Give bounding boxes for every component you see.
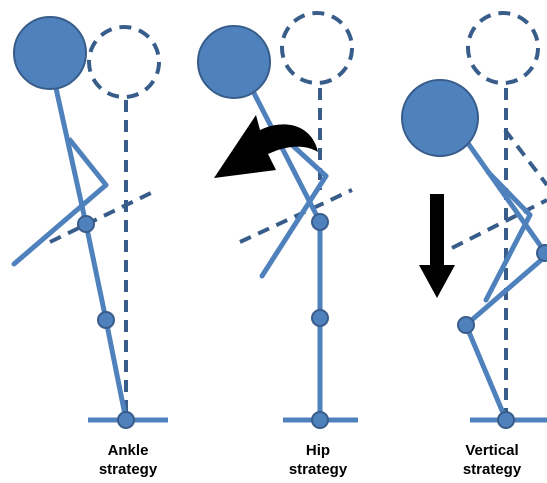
vertical-reference-upright: [452, 13, 547, 418]
ankle-caption-line1: Ankle: [73, 441, 183, 460]
vertical-caption-line1: Vertical: [437, 441, 547, 460]
ankle-strategy-figure: [14, 17, 168, 428]
vertical-ankle-joint: [498, 412, 514, 428]
vertical-knee-joint: [458, 317, 474, 333]
ankle-hip-joint: [78, 216, 94, 232]
hip-head: [198, 26, 270, 98]
hip-caption-line2: strategy: [263, 460, 373, 479]
hip-strategy-figure: [198, 13, 358, 428]
vertical-caption-line2: strategy: [437, 460, 547, 479]
hip-knee-joint: [312, 310, 328, 326]
vertical-head: [402, 80, 478, 156]
down-arrow-icon: [419, 194, 455, 298]
curved-left-arrow-icon: [214, 115, 318, 178]
vertical-strategy-caption: Vertical strategy: [437, 441, 547, 479]
hip-ankle-joint: [312, 412, 328, 428]
ankle-caption-line2: strategy: [73, 460, 183, 479]
hip-caption-line1: Hip: [263, 441, 373, 460]
hip-hip-joint: [312, 214, 328, 230]
hip-strategy-caption: Hip strategy: [263, 441, 373, 479]
vertical-crouched-body: [448, 115, 547, 420]
ankle-leaning-body: [14, 70, 126, 420]
ankle-strategy-caption: Ankle strategy: [73, 441, 183, 479]
vertical-hip-joint: [537, 245, 547, 261]
vertical-strategy-figure: [402, 13, 547, 428]
ankle-ankle-joint: [118, 412, 134, 428]
ankle-head: [14, 17, 86, 89]
ankle-knee-joint: [98, 312, 114, 328]
